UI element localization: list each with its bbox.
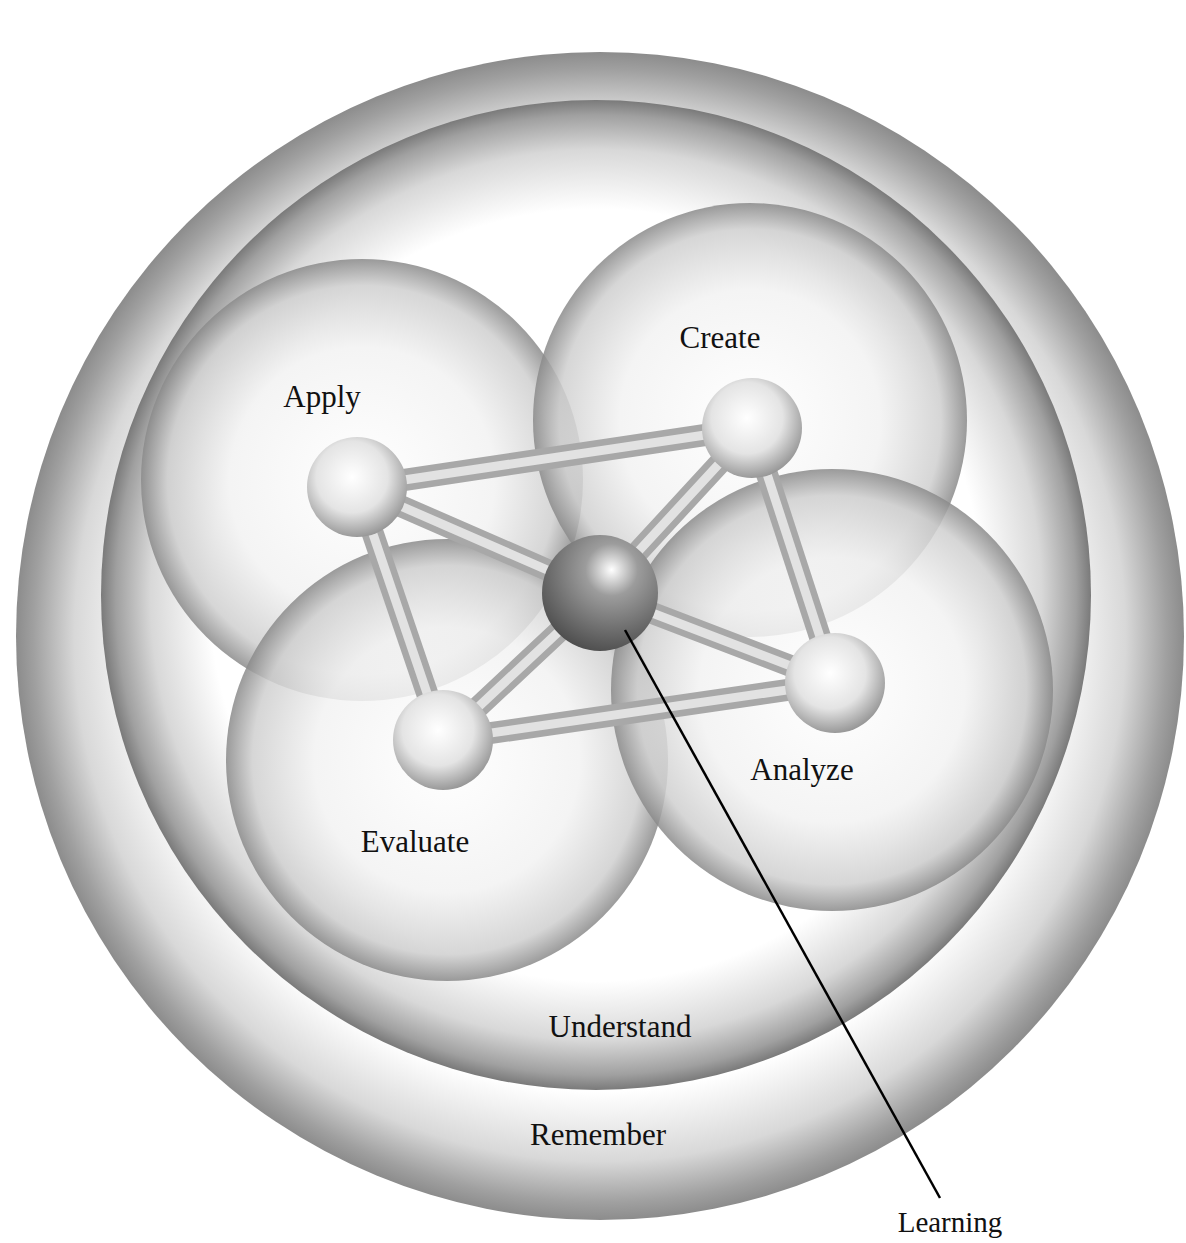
sphere-fill bbox=[16, 52, 1184, 1220]
atom-ball bbox=[785, 633, 885, 733]
label-wrap: Understand bbox=[549, 1009, 692, 1045]
bond-rod bbox=[401, 435, 709, 481]
sphere-fill bbox=[611, 469, 1053, 911]
label-wrap: Create bbox=[680, 320, 761, 356]
level-label: Evaluate bbox=[361, 824, 469, 859]
level-label: Understand bbox=[549, 1009, 692, 1044]
learning-ball bbox=[542, 535, 658, 651]
leader-line bbox=[625, 630, 940, 1198]
bond-rod bbox=[371, 529, 429, 699]
label-wrap: Apply bbox=[283, 379, 361, 415]
level-label: Apply bbox=[283, 379, 361, 414]
callout-label: Learning bbox=[898, 1206, 1003, 1238]
label-wrap: Remember bbox=[530, 1117, 666, 1153]
level-label: Remember bbox=[530, 1117, 666, 1152]
level-label: Analyze bbox=[750, 752, 853, 787]
level-label: Create bbox=[680, 320, 761, 355]
label-wrap: Evaluate bbox=[361, 824, 469, 860]
label-wrap: Learning bbox=[898, 1206, 1003, 1239]
bond-rod bbox=[487, 689, 792, 733]
label-wrap: Analyze bbox=[750, 752, 853, 788]
bond-rod bbox=[766, 470, 822, 641]
sphere-fill bbox=[101, 100, 1091, 1090]
atom-ball bbox=[702, 378, 802, 478]
atom-ball bbox=[307, 437, 407, 537]
atom-ball bbox=[393, 690, 493, 790]
